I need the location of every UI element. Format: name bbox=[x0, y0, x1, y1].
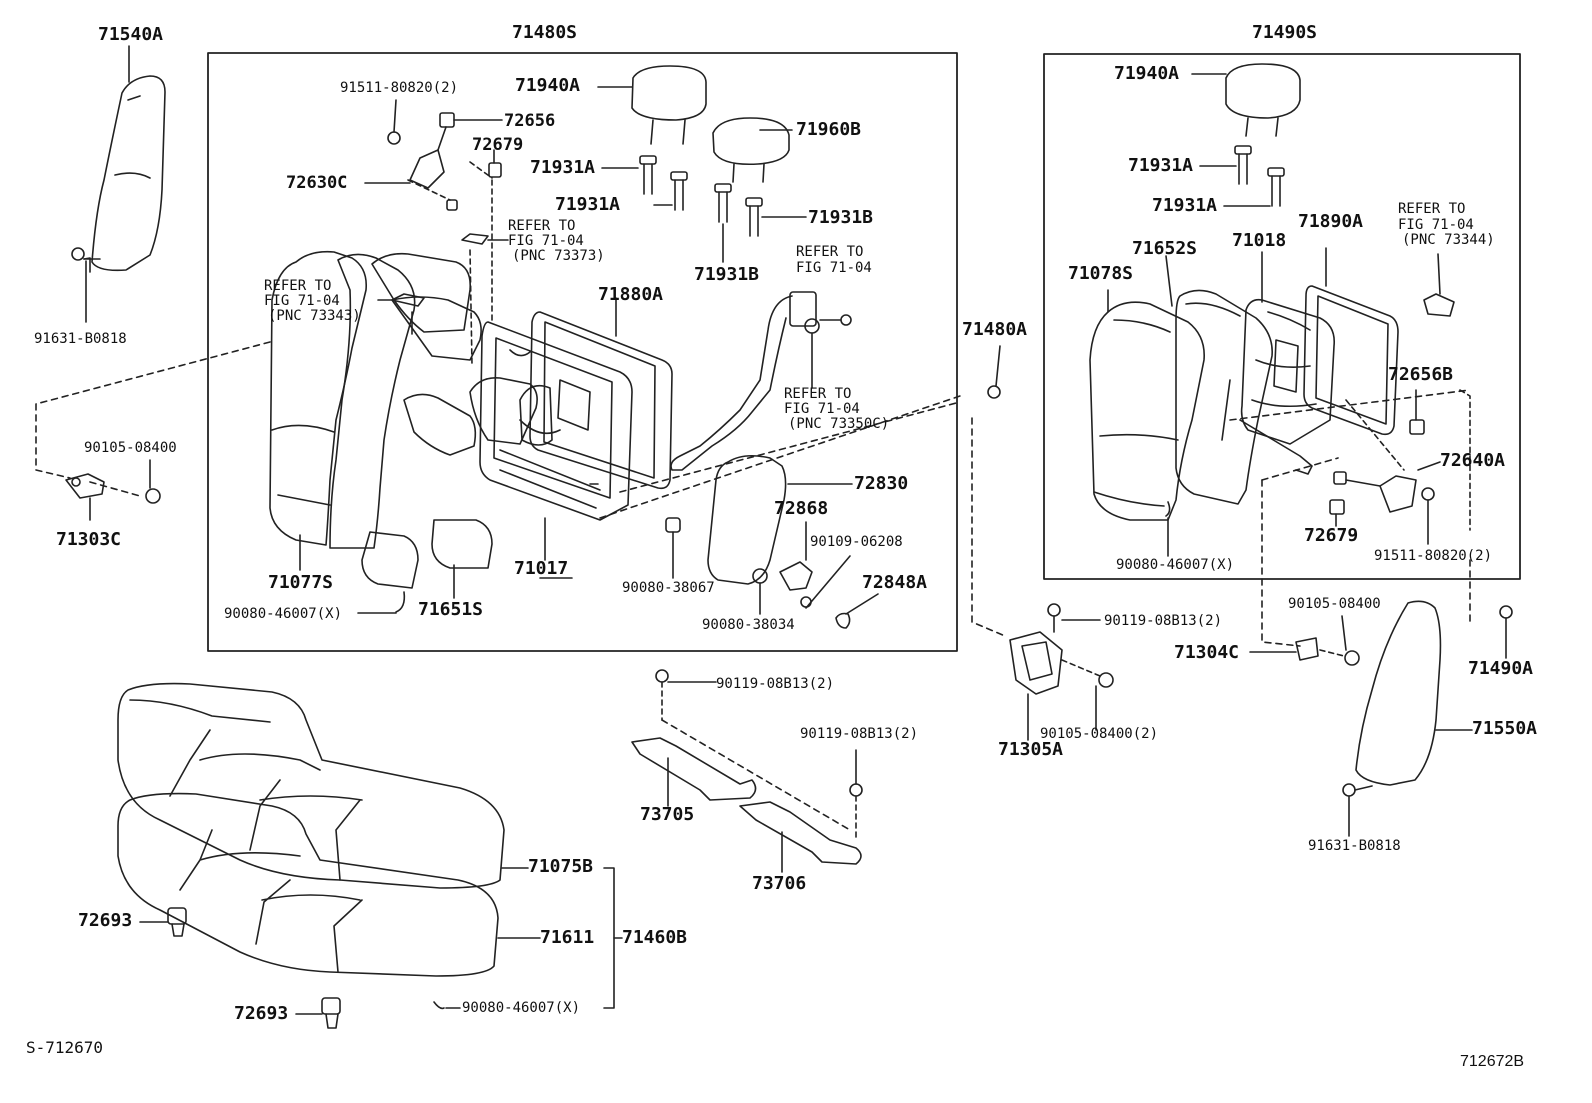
label-71890A: 71890A bbox=[1298, 211, 1364, 232]
label-72656: 72656 bbox=[504, 111, 556, 131]
label-90080-46007-bottom: 90080-46007(X) bbox=[462, 1000, 581, 1016]
label-71931A-r1: 71931A bbox=[1128, 155, 1194, 176]
ref2-line3: (PNC 73343) bbox=[268, 308, 361, 324]
ref3-line1: REFER TO bbox=[796, 244, 864, 260]
footer-left-id: S-712670 bbox=[26, 1038, 104, 1057]
ref1-line1: REFER TO bbox=[508, 218, 576, 234]
label-90080-46007-right: 90080-46007(X) bbox=[1116, 557, 1235, 573]
label-90080-46007-left: 90080-46007(X) bbox=[224, 606, 343, 622]
label-72830: 72830 bbox=[854, 473, 909, 494]
label-71480A: 71480A bbox=[962, 319, 1028, 340]
label-71652S: 71652S bbox=[1132, 238, 1198, 259]
frame-71490S bbox=[1043, 53, 1521, 580]
leader-lines bbox=[539, 483, 599, 579]
ref1-line3: (PNC 73373) bbox=[512, 248, 605, 264]
label-72679-right: 72679 bbox=[1304, 525, 1359, 546]
side-trim-71540A bbox=[71, 45, 166, 323]
ref2-line1: REFER TO bbox=[264, 278, 332, 294]
label-71931A-r2: 71931A bbox=[1152, 195, 1218, 216]
label-71940A-left: 71940A bbox=[515, 75, 581, 96]
bracket-71305A bbox=[1009, 603, 1114, 741]
latch-73705 bbox=[631, 669, 851, 831]
headrest-71940A-left bbox=[597, 65, 707, 145]
label-72693-a: 72693 bbox=[78, 910, 133, 931]
label-71303C: 71303C bbox=[56, 529, 122, 550]
label-72656B: 72656B bbox=[1388, 364, 1454, 385]
label-71611: 71611 bbox=[540, 927, 595, 948]
bracket-71303C bbox=[65, 459, 161, 521]
ref5-line3: (PNC 73344) bbox=[1402, 232, 1495, 248]
label-90105-08400-right: 90105-08400 bbox=[1288, 596, 1381, 612]
label-91631-B0818-left: 91631-B0818 bbox=[34, 331, 127, 347]
label-73706: 73706 bbox=[752, 873, 807, 894]
clips-72693 bbox=[139, 907, 341, 1029]
label-90119-08B13-a: 90119-08B13(2) bbox=[1104, 613, 1223, 629]
bracket-71460B bbox=[603, 867, 623, 1009]
label-71940A-right: 71940A bbox=[1114, 63, 1180, 84]
seat-cushion-71075B bbox=[117, 682, 529, 889]
label-73705: 73705 bbox=[640, 804, 695, 825]
label-71490S: 71490S bbox=[1252, 22, 1318, 43]
seatback-left-assembly bbox=[35, 250, 961, 629]
headrest-71960B bbox=[712, 117, 793, 183]
label-72679-left: 72679 bbox=[472, 135, 524, 155]
label-71931B-2: 71931B bbox=[694, 264, 760, 285]
ref5-line2: FIG 71-04 bbox=[1398, 217, 1474, 233]
footer-right-id: 712672B bbox=[1460, 1053, 1525, 1070]
bolt-71480A bbox=[971, 345, 1006, 637]
label-91511-80820-right: 91511-80820(2) bbox=[1374, 548, 1493, 564]
label-71018: 71018 bbox=[1232, 230, 1287, 251]
label-71490A: 71490A bbox=[1468, 658, 1534, 679]
label-71931A-2: 71931A bbox=[555, 194, 621, 215]
label-72868: 72868 bbox=[774, 498, 829, 519]
label-71931B-1: 71931B bbox=[808, 207, 874, 228]
ref1-line2: FIG 71-04 bbox=[508, 233, 584, 249]
ref2-line2: FIG 71-04 bbox=[264, 293, 340, 309]
label-71550A: 71550A bbox=[1472, 718, 1538, 739]
label-71017: 71017 bbox=[514, 558, 569, 579]
label-71960B: 71960B bbox=[796, 119, 862, 140]
seatback-right-assembly bbox=[1089, 247, 1471, 647]
ref5-line1: REFER TO bbox=[1398, 201, 1466, 217]
label-90105-08400-left: 90105-08400 bbox=[84, 440, 177, 456]
side-trim-71550A bbox=[1342, 600, 1473, 837]
label-71077S: 71077S bbox=[268, 572, 334, 593]
latch-73706 bbox=[739, 749, 863, 873]
ref3-line2: FIG 71-04 bbox=[796, 260, 872, 276]
label-90105-08400-2: 90105-08400(2) bbox=[1040, 726, 1159, 742]
label-71305A: 71305A bbox=[998, 739, 1064, 760]
label-71304C: 71304C bbox=[1174, 642, 1240, 663]
ref4-line3: (PNC 73350C) bbox=[788, 416, 890, 432]
headrest-71940A-right bbox=[1191, 63, 1301, 137]
label-72640A: 72640A bbox=[1440, 450, 1506, 471]
label-72630C: 72630C bbox=[286, 173, 348, 193]
ref4-line2: FIG 71-04 bbox=[784, 401, 860, 417]
label-90080-38067: 90080-38067 bbox=[622, 580, 715, 596]
label-91631-B0818-right: 91631-B0818 bbox=[1308, 838, 1401, 854]
label-71460B: 71460B bbox=[622, 927, 688, 948]
label-71480S: 71480S bbox=[512, 22, 578, 43]
label-90119-08B13-b: 90119-08B13(2) bbox=[716, 676, 835, 692]
label-90080-38034: 90080-38034 bbox=[702, 617, 795, 633]
frame-71480S bbox=[207, 52, 958, 652]
label-72693-b: 72693 bbox=[234, 1003, 289, 1024]
label-90119-08B13-c: 90119-08B13(2) bbox=[800, 726, 919, 742]
ref4-line1: REFER TO bbox=[784, 386, 852, 402]
label-91511-80820-left: 91511-80820(2) bbox=[340, 80, 459, 96]
label-71075B: 71075B bbox=[528, 856, 594, 877]
label-71540A: 71540A bbox=[98, 24, 164, 45]
hardware-72630C bbox=[364, 99, 509, 366]
label-71078S: 71078S bbox=[1068, 263, 1134, 284]
headrest-supports bbox=[601, 145, 1285, 263]
label-71651S: 71651S bbox=[418, 599, 484, 620]
label-72848A: 72848A bbox=[862, 572, 928, 593]
label-71880A: 71880A bbox=[598, 284, 664, 305]
label-90109-06208: 90109-06208 bbox=[810, 534, 903, 550]
seat-cushion-71611 bbox=[117, 792, 541, 1010]
label-71931A-1: 71931A bbox=[530, 157, 596, 178]
bracket-71304C bbox=[1249, 605, 1513, 666]
